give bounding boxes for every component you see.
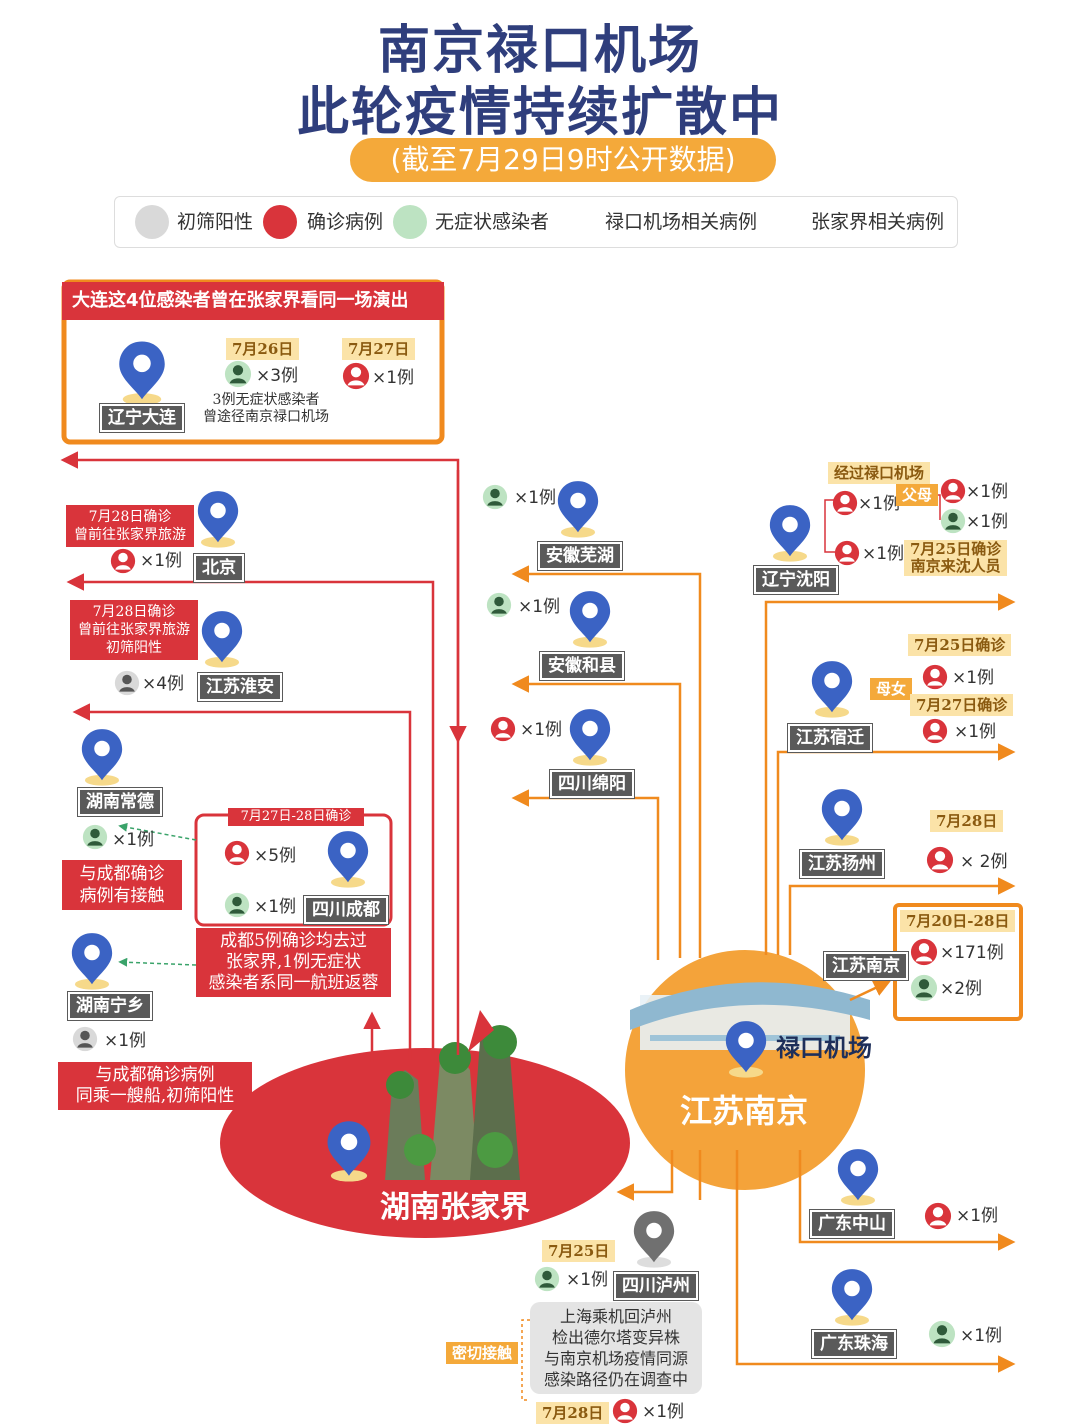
chengdu-date: 7月27日-28日确诊 [228,808,364,826]
location-changde: 湖南常德 [78,788,162,816]
shenyang-count-a: ×1例 [966,482,1009,502]
dalian-count-2: ×1例 [372,368,415,388]
location-hexian: 安徽和县 [540,652,624,680]
mianyang-count: ×1例 [520,720,563,740]
changde-note: 与成都确诊 病例有接触 [62,860,182,910]
huaian-count: ×4例 [142,674,185,694]
luzhou-date-2: 7月28日 [536,1402,610,1424]
nanjing-local-date: 7月20日-28日 [900,910,1016,932]
yangzhou-count: × 2例 [960,852,1008,872]
location-dalian: 辽宁大连 [100,404,184,432]
title-line-1: 南京禄口机场 [377,21,702,81]
pin-zhongshan [837,1149,879,1206]
legend-swatch-asymptomatic [393,205,427,239]
legend-swatch-screening-positive [135,205,169,239]
luzhou-count-2: ×1例 [642,1402,685,1422]
legend-label-asymptomatic: 无症状感染者 [435,211,550,233]
huaian-note: 7月28日确诊 曾前往张家界旅游 初筛阳性 [70,600,198,660]
nanjing-routes [511,565,1016,1373]
pin-huaian [201,611,243,668]
pin-mianyang [569,709,611,766]
beijing-note: 7月28日确诊 曾前往张家界旅游 [66,505,194,547]
location-ningxiang: 湖南宁乡 [68,992,152,1020]
airport-label: 禄口机场 [776,1033,872,1062]
pin-wuhu [557,481,599,538]
dalian-date-2: 7月27日 [342,338,416,360]
yangzhou-date: 7月28日 [930,810,1004,832]
location-luzhou: 四川泸州 [614,1272,698,1300]
chengdu-count-2: ×1例 [254,897,297,917]
chengdu-count-1: ×5例 [254,846,297,866]
pin-yangzhou [821,789,863,846]
luzhou-date: 7月25日 [542,1240,616,1262]
location-zhuhai: 广东珠海 [812,1330,896,1358]
location-huaian: 江苏淮安 [198,673,282,701]
dalian-box-header-bg [62,282,444,320]
zhangjiajie-up-arrow [468,1010,494,1052]
pin-luzhou [633,1211,675,1268]
legend-swatch-confirmed [263,205,297,239]
mountain-illustration [385,1025,520,1180]
dalian-date-1: 7月26日 [226,338,300,360]
location-zhongshan: 广东中山 [810,1210,894,1238]
ningxiang-note: 与成都确诊病例 同乘一艘船,初筛阳性 [58,1062,252,1110]
location-nanjing-local: 江苏南京 [824,952,908,980]
shenyang-count-b: ×1例 [966,512,1009,532]
pin-zhuhai [831,1269,873,1326]
luzhou-note: 上海乘机回泸州 检出德尔塔变异株 与南京机场疫情同源 感染路径仍在调查中 [530,1302,702,1394]
shenyang-note: 7月25日确诊 南京来沈人员 [904,540,1008,576]
ningxiang-count: ×1例 [104,1031,147,1051]
location-yangzhou: 江苏扬州 [800,850,884,878]
pin-shenyang [769,505,811,562]
location-mianyang: 四川绵阳 [550,770,634,798]
suqian-date-2: 7月27日确诊 [910,694,1014,716]
luzhou-contact-tag: 密切接触 [446,1342,519,1364]
shenyang-tag: 经过禄口机场 [828,462,931,484]
wuhu-count: ×1例 [514,488,557,508]
subtitle-badge: (截至7月29日9时公开数据) [350,138,776,182]
suqian-count-2: ×1例 [954,722,997,742]
luzhou-contact-line [521,1319,530,1401]
suqian-relation: 母女 [870,678,913,700]
suqian-date-1: 7月25日确诊 [908,634,1012,656]
pin-suqian [811,661,853,718]
location-chengdu: 四川成都 [304,896,388,924]
location-suqian: 江苏宿迁 [788,724,872,752]
location-shenyang: 辽宁沈阳 [754,566,838,594]
shenyang-count-2: ×1例 [862,544,905,564]
legend-label-screening-positive: 初筛阳性 [177,211,254,233]
dalian-count-1: ×3例 [256,366,299,386]
shenyang-relation: 父母 [896,484,939,506]
zhongshan-count: ×1例 [956,1206,999,1226]
hub-nanjing-label: 江苏南京 [680,1092,809,1130]
legend: 初筛阳性 确诊病例 无症状感染者 禄口机场相关病例 张家界相关病例 [114,196,958,248]
pin-ningxiang [71,933,113,990]
beijing-count: ×1例 [140,551,183,571]
chengdu-note: 成都5例确诊均去过 张家界,1例无症状 感染者系同一航班返蓉 [196,928,391,997]
nanjing-local-count-1: ×171例 [940,943,1004,963]
nanjing-local-count-2: ×2例 [940,979,983,999]
dalian-box-header: 大连这4位感染者曾在张家界看同一场演出 [72,290,409,311]
zhuhai-count: ×1例 [960,1326,1003,1346]
luzhou-count: ×1例 [566,1270,609,1290]
dalian-note: 3例无症状感染者 曾途径南京禄口机场 [203,392,329,425]
legend-label-confirmed: 确诊病例 [307,211,384,233]
legend-label-zhangjiajie-related: 张家界相关病例 [811,211,945,233]
pin-changde [81,729,123,786]
shenyang-count-1: ×1例 [858,494,901,514]
legend-label-airport-related: 禄口机场相关病例 [605,211,758,233]
title-line-2: 此轮疫情持续扩散中 [296,83,783,143]
hub-zhangjiajie-label: 湖南张家界 [380,1190,530,1225]
suqian-count-1: ×1例 [952,668,995,688]
changde-count: ×1例 [112,830,155,850]
pin-hexian [569,591,611,648]
hexian-count: ×1例 [518,597,561,617]
location-wuhu: 安徽芜湖 [538,542,622,570]
pin-beijing [197,491,239,548]
zhangjiajie-routes [60,451,467,1062]
location-beijing: 北京 [194,554,244,582]
